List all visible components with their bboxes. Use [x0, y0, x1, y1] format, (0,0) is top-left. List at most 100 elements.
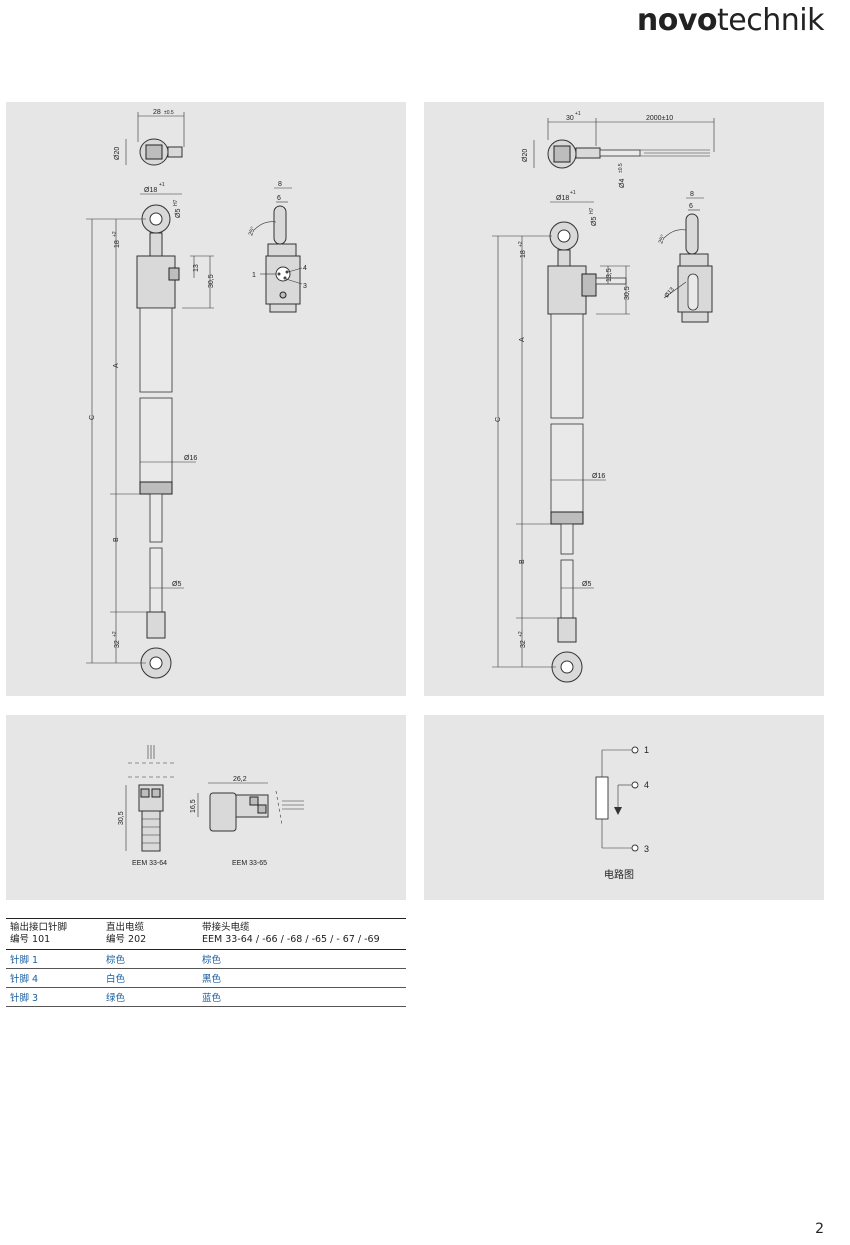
side-pin-3: 3	[303, 283, 307, 290]
dim-dia5: Ø5	[172, 581, 181, 588]
dim-C: C	[89, 415, 96, 420]
circuit-svg: 1 3 4	[595, 745, 649, 854]
side-dia13: Ø13	[664, 286, 676, 299]
header-line: 编号 101	[10, 933, 51, 945]
top-view: 30 +1 2000±10 Ø20 Ø4 ±0.5	[522, 111, 715, 188]
side-view: 8 6 25° Ø13	[658, 191, 713, 323]
connector-panel: 30,5 EEM 33-64 26,2 16,5 EEM 33-65	[6, 715, 406, 900]
dim-h7: H7	[173, 199, 179, 206]
connector-svg: 30,5 EEM 33-64 26,2 16,5 EEM 33-65	[118, 745, 304, 867]
header-line: 直出电缆	[106, 922, 145, 933]
header-line: 带接头电缆	[202, 922, 250, 933]
dim-dia18: Ø18	[556, 195, 569, 202]
dim-13: 13	[193, 264, 200, 272]
connector-eem-33-65: 26,2 16,5 EEM 33-65	[190, 776, 304, 867]
side-angle: 25°	[248, 226, 257, 237]
connector-eem-33-64: 30,5 EEM 33-64	[118, 745, 174, 867]
dim-32: 32	[520, 640, 527, 648]
dim-32: 32	[114, 640, 121, 648]
label-eem-33-65: EEM 33-65	[232, 860, 267, 867]
table-cell: 棕色	[198, 949, 406, 969]
table-cell: 针脚 3	[6, 987, 102, 1007]
table-row: 针脚 3 绿色 蓝色	[6, 987, 406, 1007]
dim-width-top: 28	[153, 109, 161, 116]
top-view: 28 ±0.5 Ø20	[114, 109, 185, 166]
dim-dia18: Ø18	[144, 187, 157, 194]
drawing-cable-svg: 30 +1 2000±10 Ø20 Ø4 ±0.5 Ø18 +1 Ø5 H7	[492, 111, 715, 683]
dim-A: A	[519, 337, 526, 342]
dim-C: C	[495, 417, 502, 422]
dim-dia4: Ø4	[619, 179, 626, 188]
dim-18: 18	[520, 250, 527, 258]
brand-logo: novotechnik	[636, 3, 825, 38]
drawing-connector-svg: 28 ±0.5 Ø20 Ø18 +1 Ø5 H7	[86, 109, 307, 679]
dim-30-5: 30,5	[208, 274, 215, 288]
table-cell: 针脚 1	[6, 949, 102, 969]
dim-13-5: 13,5	[606, 268, 613, 282]
dim-26-2: 26,2	[233, 776, 247, 783]
side-dim-6: 6	[277, 195, 281, 202]
dim-dia5-h7: Ø5	[175, 209, 182, 218]
dim-dia5: Ø5	[582, 581, 591, 588]
header-cell: 输出接口针脚编号 101	[6, 918, 102, 950]
circuit-caption: 电路图	[604, 870, 634, 881]
side-dim-6: 6	[689, 203, 693, 210]
drawing-panel-connector: 28 ±0.5 Ø20 Ø18 +1 Ø5 H7	[6, 102, 406, 696]
table-row: 针脚 4 白色 黑色	[6, 968, 406, 988]
dim-30-5: 30,5	[624, 286, 631, 300]
dim-18-tol: +2	[112, 231, 118, 237]
table-cell: 绿色	[102, 987, 198, 1007]
table-row: 针脚 1 棕色 棕色	[6, 949, 406, 969]
dim-dia18-tol: +1	[159, 182, 165, 188]
dim-cable-length: 2000±10	[646, 115, 673, 122]
header-line: 输出接口针脚	[10, 922, 68, 933]
dim-A: A	[113, 363, 120, 368]
dim-32-tol: +2	[112, 631, 118, 637]
dim-32-tol: +2	[518, 631, 524, 637]
dim-dia4-tol: ±0.5	[618, 163, 624, 173]
table-cell: 白色	[102, 968, 198, 988]
table-cell: 蓝色	[198, 987, 406, 1007]
dim-h7: H7	[589, 207, 595, 214]
terminal-3: 3	[644, 844, 649, 854]
dim-18: 18	[114, 240, 121, 248]
header-cell: 直出电缆编号 202	[102, 918, 198, 950]
table-cell: 针脚 4	[6, 968, 102, 988]
dim-width-top-tol: ±0.5	[164, 110, 174, 116]
dim-dia20: Ø20	[114, 147, 121, 160]
side-pin-4: 4	[303, 265, 307, 272]
dim-30: 30	[566, 115, 574, 122]
dim-dia18-tol: +1	[570, 190, 576, 196]
dim-dia5-h7: Ø5	[591, 217, 598, 226]
side-view: 8 6 25° 1 4 3	[248, 181, 307, 313]
drawing-panel-cable: 30 +1 2000±10 Ø20 Ø4 ±0.5 Ø18 +1 Ø5 H7	[424, 102, 824, 696]
dim-dia20: Ø20	[522, 149, 529, 162]
dim-dia16: Ø16	[184, 455, 197, 462]
brand-logo-bold: novo	[636, 3, 718, 38]
main-body: Ø18 +1 Ø5 H7 18 +2 13,5 3	[492, 190, 631, 683]
dim-30-tol: +1	[575, 111, 581, 117]
table-cell: 棕色	[102, 949, 198, 969]
terminal-4: 4	[644, 780, 649, 790]
dim-18-tol: +2	[518, 241, 524, 247]
side-dim-8: 8	[690, 191, 694, 198]
header-line: EEM 33-64 / -66 / -68 / -65 / - 67 / -69	[202, 933, 380, 945]
dim-B: B	[519, 559, 526, 564]
terminal-1: 1	[644, 745, 649, 755]
dim-30-5: 30,5	[118, 811, 125, 825]
side-pin-1: 1	[252, 272, 256, 279]
label-eem-33-64: EEM 33-64	[132, 860, 167, 867]
circuit-panel: 1 3 4	[424, 715, 824, 900]
dim-dia16: Ø16	[592, 473, 605, 480]
side-dim-8: 8	[278, 181, 282, 188]
dim-B: B	[113, 537, 120, 542]
dim-16-5: 16,5	[190, 799, 197, 813]
brand-logo-light: technik	[717, 3, 824, 38]
table-cell: 黑色	[198, 968, 406, 988]
main-body: Ø18 +1 Ø5 H7 18 +2 13 30,	[86, 182, 215, 679]
header-line: 编号 202	[106, 933, 147, 945]
side-angle: 25°	[658, 234, 667, 245]
